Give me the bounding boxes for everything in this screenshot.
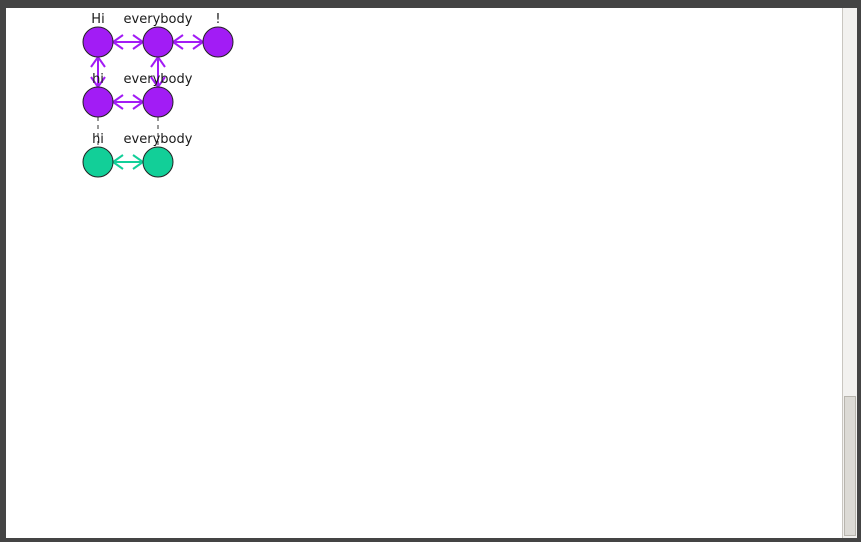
row3-label-1: everybody: [124, 132, 193, 147]
row2-node-0[interactable]: [82, 86, 114, 118]
row3-node-0[interactable]: [82, 146, 114, 178]
token-graph[interactable]: Hi everybody! hi everybody hi everybody: [6, 8, 842, 538]
row2-label-0: hi: [92, 72, 104, 87]
row1-node-1[interactable]: [142, 26, 174, 58]
row1-label-2: !: [215, 12, 220, 27]
graph-canvas[interactable]: Hi everybody! hi everybody hi everybody: [6, 8, 842, 538]
row1-node-2[interactable]: [202, 26, 234, 58]
labels-layer: Hi everybody! hi everybody hi everybody: [91, 12, 220, 147]
row1-label-0: Hi: [91, 12, 104, 27]
row3-node-1[interactable]: [142, 146, 174, 178]
nodes-layer: [82, 26, 234, 178]
row1-label-1: everybody: [124, 12, 193, 27]
row2-label-1: everybody: [124, 72, 193, 87]
row2-node-1[interactable]: [142, 86, 174, 118]
vertical-scrollbar[interactable]: [842, 8, 857, 538]
row3-label-0: hi: [92, 132, 104, 147]
row1-node-0[interactable]: [82, 26, 114, 58]
scrollbar-thumb[interactable]: [844, 396, 856, 536]
